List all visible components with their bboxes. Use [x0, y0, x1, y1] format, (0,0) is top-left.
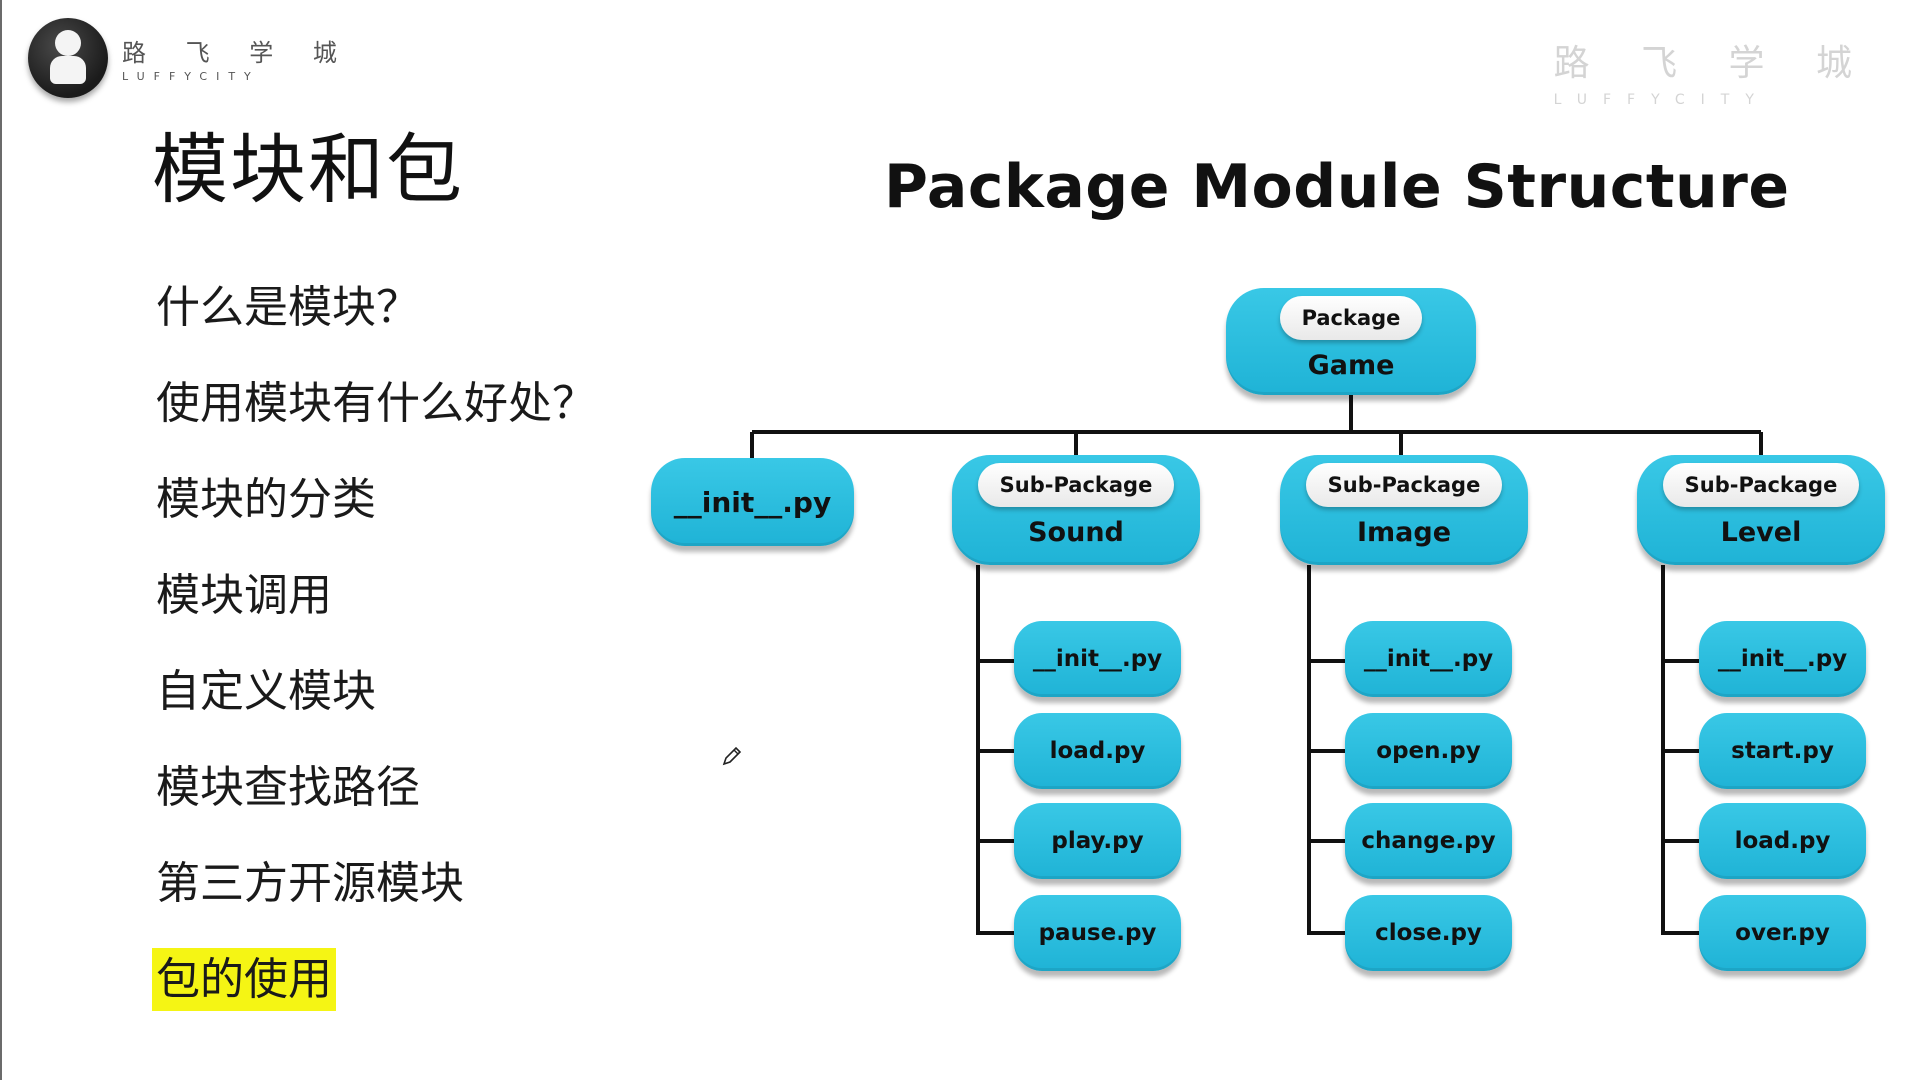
topic-label: 什么是模块？: [156, 282, 420, 333]
slide-title: 模块和包: [152, 125, 464, 214]
topic-label: 使用模块有什么好处？: [156, 378, 596, 429]
topic-item: 第三方开源模块: [152, 858, 600, 954]
module-node: __init__.py: [1699, 621, 1866, 697]
topic-label: 包的使用: [152, 948, 336, 1011]
module-node: load.py: [1699, 803, 1866, 879]
module-node: open.py: [1345, 713, 1512, 789]
topic-item: 什么是模块？: [152, 282, 600, 378]
topic-item: 模块的分类: [152, 474, 600, 570]
subpackage-type-pill: Sub-Package: [977, 463, 1175, 507]
module-node: load.py: [1014, 713, 1181, 789]
logo-cn-text: 路 飞 学 城: [122, 39, 353, 67]
brand-logo: 路 飞 学 城 LUFFYCITY: [28, 18, 353, 98]
module-node-init: __init__.py: [651, 458, 854, 546]
topic-list: 什么是模块？ 使用模块有什么好处？ 模块的分类 模块调用 自定义模块 模块查找路…: [152, 282, 600, 1050]
watermark-cn-text: 路 飞 学 城: [1553, 43, 1872, 84]
module-node: over.py: [1699, 895, 1866, 971]
topic-item: 模块查找路径: [152, 762, 600, 858]
module-node: __init__.py: [1014, 621, 1181, 697]
topic-label: 自定义模块: [156, 666, 376, 717]
logo-text: 路 飞 学 城 LUFFYCITY: [122, 33, 353, 83]
module-node: pause.py: [1014, 895, 1181, 971]
logo-avatar-icon: [28, 18, 108, 98]
topic-label: 第三方开源模块: [156, 858, 464, 909]
topic-item: 自定义模块: [152, 666, 600, 762]
subpackage-type-pill: Sub-Package: [1305, 463, 1503, 507]
left-frame-line: [0, 0, 2, 1080]
package-type-pill: Package: [1279, 296, 1423, 340]
topic-item-highlighted: 包的使用: [152, 948, 600, 1050]
module-node: close.py: [1345, 895, 1512, 971]
topic-item: 使用模块有什么好处？: [152, 378, 600, 474]
subpackage-name: Level: [1720, 517, 1802, 548]
pen-cursor-icon: [722, 746, 742, 766]
topic-label: 模块调用: [156, 570, 332, 621]
module-node: __init__.py: [1345, 621, 1512, 697]
subpackage-name: Sound: [1028, 517, 1124, 548]
package-node-game: Package Game: [1226, 288, 1476, 395]
subpackage-name: Image: [1356, 517, 1452, 548]
subpackage-node-sound: Sub-Package Sound: [952, 455, 1200, 565]
diagram-title: Package Module Structure: [884, 152, 1790, 222]
module-node: change.py: [1345, 803, 1512, 879]
package-name: Game: [1307, 350, 1395, 381]
topic-label: 模块的分类: [156, 474, 376, 525]
subpackage-node-image: Sub-Package Image: [1280, 455, 1528, 565]
watermark-en-text: LUFFYCITY: [1553, 92, 1770, 108]
logo-en-text: LUFFYCITY: [122, 70, 260, 83]
module-node: start.py: [1699, 713, 1866, 789]
subpackage-node-level: Sub-Package Level: [1637, 455, 1885, 565]
module-node: play.py: [1014, 803, 1181, 879]
watermark: 路 飞 学 城 LUFFYCITY: [1554, 34, 1872, 108]
subpackage-type-pill: Sub-Package: [1662, 463, 1860, 507]
topic-item: 模块调用: [152, 570, 600, 666]
topic-label: 模块查找路径: [156, 762, 420, 813]
